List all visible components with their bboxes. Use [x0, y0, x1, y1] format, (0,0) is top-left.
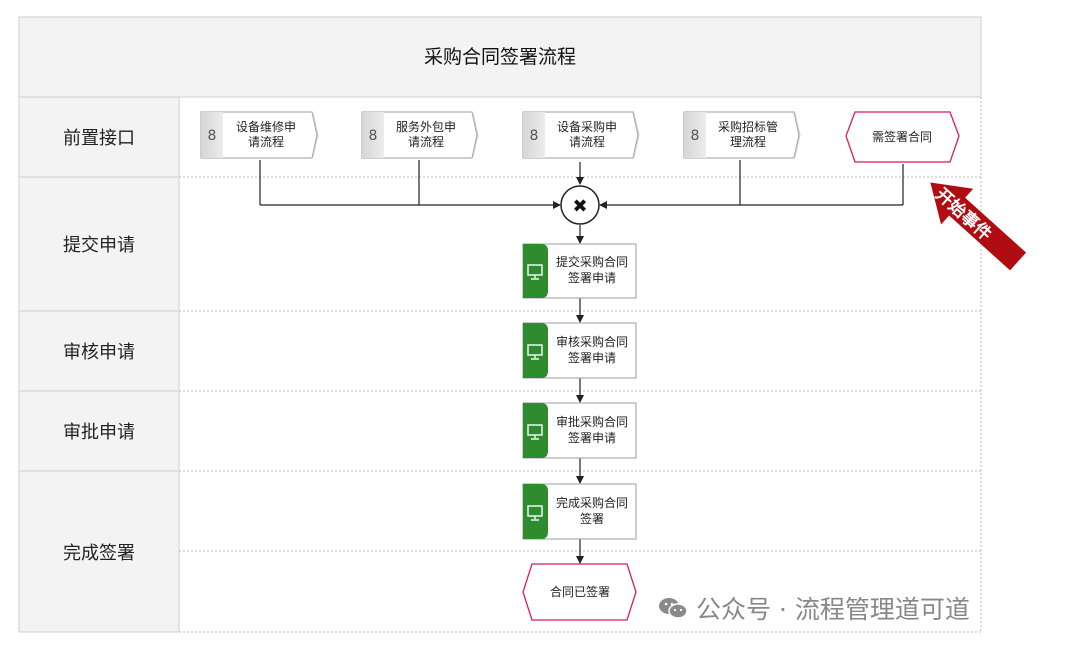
- start-event-callout: 开始事件: [930, 182, 1027, 271]
- interface-boxes: 8 设备维修申 请流程 8 服务外包申 请流程 8 设备采购申 请流程 8: [200, 111, 801, 159]
- interface-box-2[interactable]: 8 服务外包申 请流程: [361, 111, 479, 159]
- lane-cell-2: [18, 310, 180, 392]
- watermark: 公众号 · 流程管理道可道: [658, 590, 970, 626]
- task-box-4-line2: 签署: [580, 511, 604, 526]
- task-boxes: 提交采购合同 签署申请 审核采购合同 签署申请 审批采购合同 签署申请: [522, 243, 637, 540]
- task-box-4[interactable]: 完成采购合同 签署: [522, 483, 637, 540]
- title-bar: [18, 16, 982, 98]
- interface-box-1-line1: 设备维修申: [236, 119, 296, 134]
- task-box-2[interactable]: 审核采购合同 签署申请: [522, 322, 637, 379]
- interface-box-4[interactable]: 8 采购招标管 理流程: [683, 111, 801, 159]
- task-box-3-accent: [523, 403, 548, 458]
- start-event[interactable]: 需签署合同: [845, 111, 960, 163]
- interface-box-3-tab: [523, 112, 545, 158]
- link-icon: 8: [369, 128, 378, 144]
- lane-cell-0: [18, 96, 180, 178]
- lane-cell-3: [18, 390, 180, 472]
- interface-box-4-tab: [684, 112, 706, 158]
- connectors: [259, 160, 904, 564]
- interface-box-3-line2: 请流程: [569, 134, 605, 149]
- task-box-2-line2: 签署申请: [568, 350, 616, 365]
- callout-arrow: [930, 182, 1027, 271]
- task-box-3[interactable]: 审批采购合同 签署申请: [522, 402, 637, 459]
- gateway-circle: [560, 185, 600, 225]
- task-box-3-line1: 审批采购合同: [556, 414, 628, 429]
- lane-column: 前置接口 提交申请 审核申请 审批申请 完成签署: [18, 96, 180, 633]
- task-box-1-line2: 签署申请: [568, 270, 616, 285]
- monitor-icon: [527, 424, 543, 440]
- interface-box-3-line1: 设备采购申: [557, 119, 617, 134]
- lane-label-approve: 审批申请: [63, 422, 135, 443]
- wechat-icon: [659, 598, 688, 619]
- monitor-icon: [527, 264, 543, 280]
- interface-box-4-line2: 理流程: [730, 134, 766, 149]
- task-box-3-line2: 签署申请: [568, 430, 616, 445]
- lane-label-review: 审核申请: [63, 342, 135, 363]
- end-event-label: 合同已签署: [550, 584, 610, 599]
- interface-box-2-line1: 服务外包申: [396, 119, 456, 134]
- lane-label-submit: 提交申请: [63, 235, 135, 256]
- link-icon: 8: [530, 128, 539, 144]
- task-box-4-accent: [523, 484, 548, 539]
- interface-box-2-line2: 请流程: [408, 134, 444, 149]
- interface-box-1[interactable]: 8 设备维修申 请流程: [200, 111, 319, 159]
- task-box-1-accent: [523, 244, 548, 298]
- lane-label-pre-interface: 前置接口: [63, 128, 135, 149]
- lane-cell-1: [18, 176, 180, 312]
- interface-box-1-line2: 请流程: [248, 134, 284, 149]
- diagram-title: 采购合同签署流程: [424, 46, 576, 68]
- lane-label-complete: 完成签署: [63, 543, 135, 564]
- link-icon: 8: [691, 128, 700, 144]
- interface-box-2-tab: [362, 112, 384, 158]
- link-icon: 8: [208, 128, 217, 144]
- task-box-1[interactable]: 提交采购合同 签署申请: [522, 243, 637, 299]
- end-event-shape: [522, 563, 637, 621]
- interface-box-1-tab: [201, 112, 223, 158]
- end-event[interactable]: 合同已签署: [522, 563, 637, 621]
- start-event-label: 需签署合同: [872, 129, 932, 144]
- lane-cell-4: [18, 470, 180, 633]
- watermark-text: 公众号 · 流程管理道可道: [696, 595, 970, 624]
- exclusive-gateway[interactable]: ✖: [560, 185, 600, 225]
- monitor-icon: [527, 344, 543, 360]
- task-box-2-accent: [523, 323, 548, 378]
- interface-box-4-line1: 采购招标管: [718, 119, 778, 134]
- interface-box-3[interactable]: 8 设备采购申 请流程: [522, 111, 640, 159]
- monitor-icon: [527, 505, 543, 521]
- task-box-2-line1: 审核采购合同: [556, 334, 628, 349]
- task-box-4-line1: 完成采购合同: [556, 495, 628, 510]
- start-event-shape: [845, 111, 960, 163]
- task-box-1-line1: 提交采购合同: [556, 254, 628, 269]
- close-icon: ✖: [572, 196, 587, 217]
